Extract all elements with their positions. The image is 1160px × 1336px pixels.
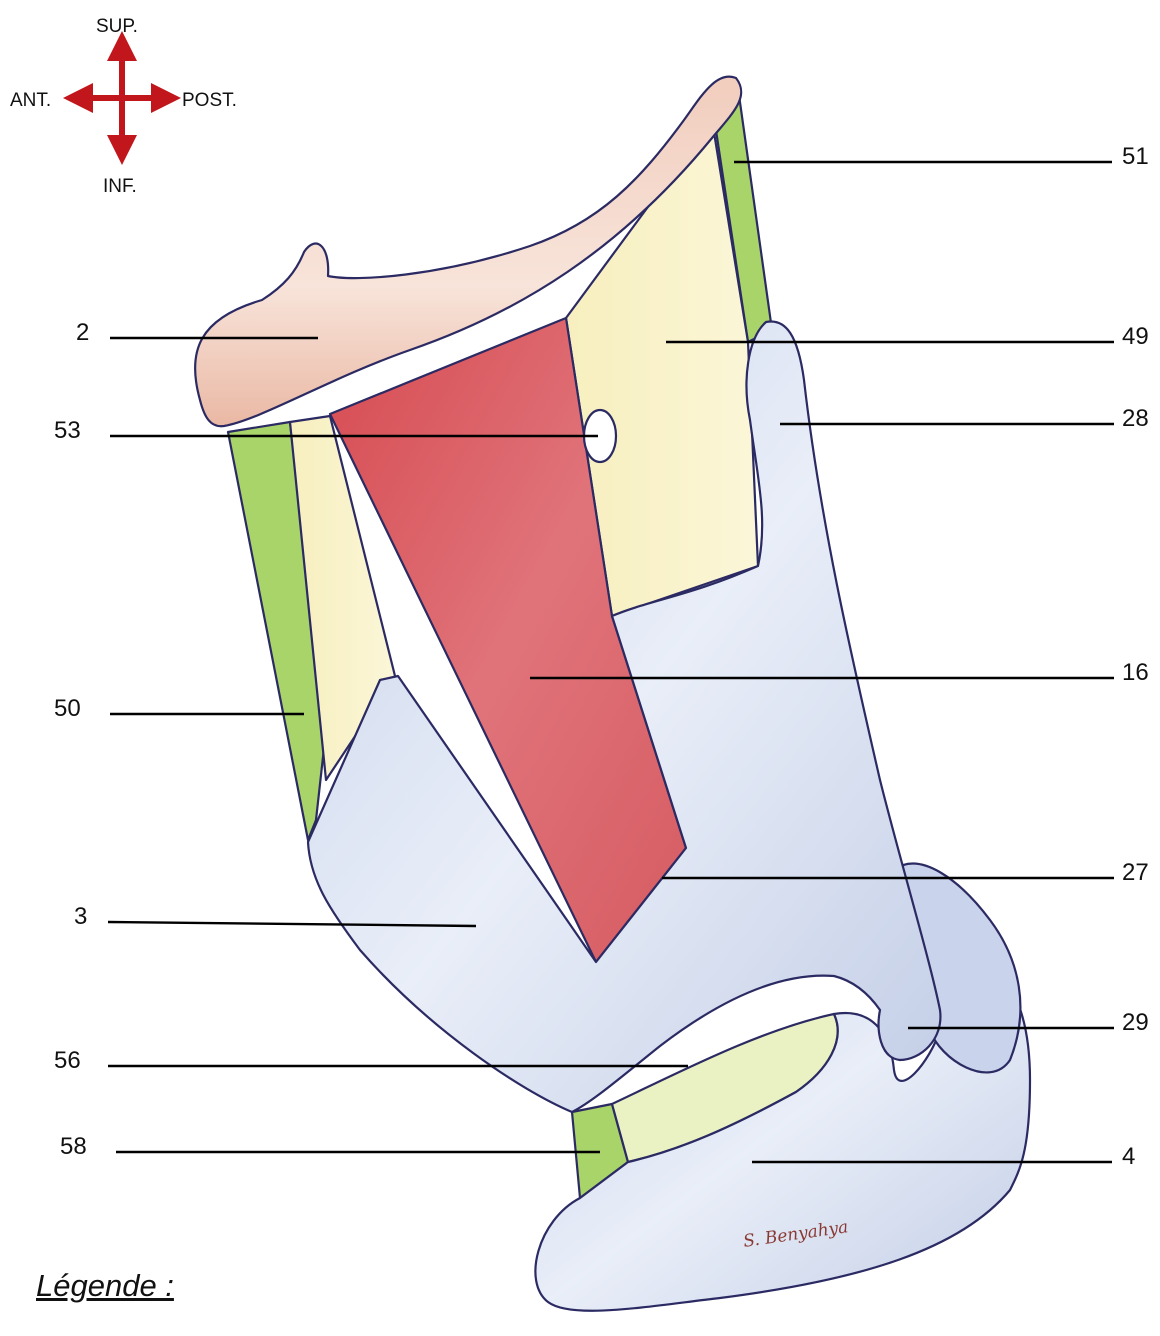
label-49: 49 — [1122, 323, 1149, 350]
label-58: 58 — [60, 1133, 87, 1160]
label-51: 51 — [1122, 143, 1149, 170]
label-27: 27 — [1122, 859, 1149, 886]
label-inferior: INF. — [103, 176, 137, 197]
label-50: 50 — [54, 695, 81, 722]
orientation-compass: SUP. INF. ANT. POST. — [10, 16, 237, 197]
label-superior: SUP. — [96, 16, 138, 37]
label-2: 2 — [76, 319, 89, 346]
label-53: 53 — [54, 417, 81, 444]
label-56: 56 — [54, 1047, 81, 1074]
label-28: 28 — [1122, 405, 1149, 432]
label-4: 4 — [1122, 1143, 1135, 1170]
label-3: 3 — [74, 903, 87, 930]
label-posterior: POST. — [182, 90, 237, 111]
label-16: 16 — [1122, 659, 1149, 686]
label-29: 29 — [1122, 1009, 1149, 1036]
legend-title: Légende : — [36, 1268, 174, 1304]
label-anterior: ANT. — [10, 90, 51, 111]
larynx-drawing — [195, 77, 1030, 1311]
